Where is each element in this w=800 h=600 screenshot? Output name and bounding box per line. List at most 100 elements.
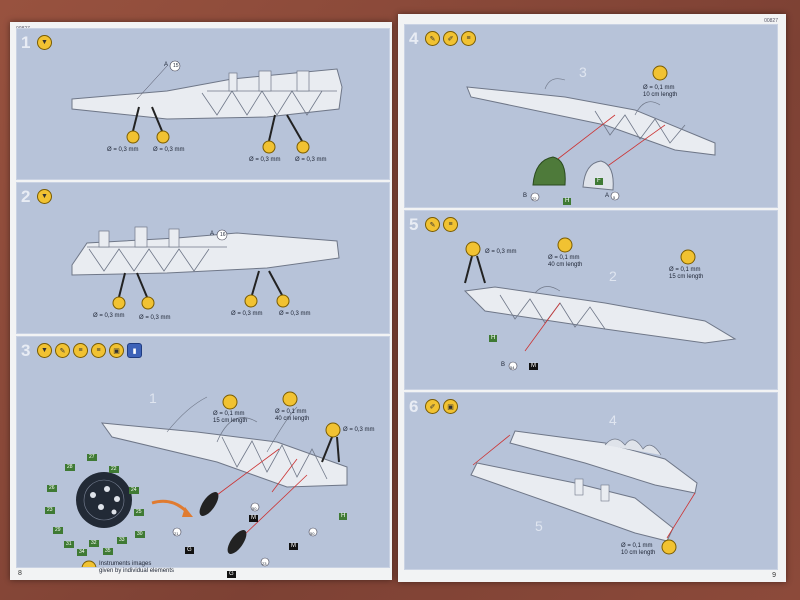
drill-label: Ø = 0,3 mm — [93, 313, 125, 319]
wire-label: Ø = 0,1 mm — [213, 411, 245, 417]
sprue-flag: G — [185, 547, 194, 554]
drill-label: Ø = 0,3 mm — [107, 147, 139, 153]
wire-icon: ≡ — [91, 343, 106, 358]
sprue-flag: H — [339, 513, 348, 520]
page-number: 8 — [18, 570, 22, 577]
drill-icon: ▼ — [37, 189, 52, 204]
drill-label: Ø = 0,3 mm — [249, 157, 281, 163]
gauge-number: 22 — [109, 466, 119, 473]
gauge-number: 32 — [89, 540, 99, 547]
sprue-flag: M — [249, 515, 258, 522]
wire-label: 10 cm length — [621, 550, 656, 556]
step-number: 2 — [21, 187, 31, 206]
paint-icon: ✎ — [55, 343, 70, 358]
drill-label: Ø = 0,3 mm — [485, 249, 517, 255]
wire-label: 40 cm length — [548, 262, 583, 268]
ghost-part-number: 5 — [535, 518, 543, 534]
left-page: 00827 1 ▼ A 15 Ø = 0,3 mm Ø = 0,3 mm Ø =… — [10, 22, 392, 580]
ghost-part-number: 3 — [579, 64, 587, 80]
glue-icon: ✐ — [425, 399, 440, 414]
wire-label: 15 cm length — [669, 274, 704, 280]
wire-label: 10 cm length — [643, 92, 678, 98]
sprue-flag: M — [289, 543, 298, 550]
part-number: 15 — [173, 63, 179, 69]
sprue-flag: H — [489, 335, 498, 342]
step-1-panel: 1 ▼ A 15 Ø = 0,3 mm Ø = 0,3 mm Ø = 0,3 m… — [16, 28, 390, 180]
fuselage-half-drawing — [466, 65, 716, 202]
wire-icon: ≡ — [461, 31, 476, 46]
step-3-panel: 3 ▼ ✎ ≡ ≡ ▣ ▮ 1 — [16, 336, 390, 578]
drill-label: Ø = 0,3 mm — [139, 315, 171, 321]
step-5-panel: 5 ✎ ≡ 2 Ø = 0,3 mm Ø = 0,1 mm 40 cm leng… — [404, 210, 778, 390]
ghost-part-number: 4 — [609, 412, 617, 428]
step-number: 6 — [409, 397, 419, 416]
part-tag: A — [605, 193, 610, 199]
glue-icon: ✐ — [443, 31, 458, 46]
part-tag: B — [501, 362, 506, 368]
step-number: 1 — [21, 33, 31, 52]
decal-icon: ▣ — [443, 399, 458, 414]
fuselage-assembly-drawing — [76, 391, 348, 567]
drill-label: Ø = 0,3 mm — [279, 311, 311, 317]
part-tag: A — [164, 62, 169, 68]
gauge-number: 24 — [129, 487, 139, 494]
step-6-panel: 6 ✐ ▣ 4 5 Ø = 0,1 mm 10 cm length — [404, 392, 778, 570]
wire-label: Ø = 0,1 mm — [643, 85, 675, 91]
instrument-note-line: given by individual elements — [99, 568, 175, 574]
page-code: 00827 — [764, 18, 778, 24]
part-tag: A — [210, 231, 215, 237]
drill-icon: ▼ — [37, 35, 52, 50]
part-ref: 50 — [310, 531, 315, 536]
sprue-flag: H — [563, 198, 572, 205]
gauge-number: 28 — [65, 464, 75, 471]
fuselage-half-drawing — [463, 237, 737, 371]
fuselage-half-drawing — [71, 60, 343, 154]
wire-label: 15 cm length — [213, 418, 248, 424]
step-4-panel: 4 ✎ ✐ ≡ 3 Ø = 0,1 mm 10 cm length B 22 A… — [404, 24, 778, 208]
part-ref: 50 — [252, 506, 257, 511]
drill-label: Ø = 0,3 mm — [153, 147, 185, 153]
sprue-flag: M — [529, 363, 538, 370]
wire-label: Ø = 0,1 mm — [669, 267, 701, 273]
gauge-number: 31 — [64, 541, 74, 548]
part-number: 16 — [220, 232, 226, 238]
wire-label: Ø = 0,1 mm — [621, 543, 653, 549]
wire-label: Ø = 0,1 mm — [548, 255, 580, 261]
fuselage-join-drawing — [470, 430, 698, 555]
paint-icon: ✎ — [425, 31, 440, 46]
gauge-number: 34 — [77, 549, 87, 556]
glue-icon: ▮ — [127, 343, 142, 358]
wire-icon: ≡ — [73, 343, 88, 358]
paint-icon: ✎ — [425, 217, 440, 232]
page-number: 9 — [772, 572, 776, 579]
drill-label: Ø = 0,3 mm — [343, 427, 375, 433]
gauge-number: 35 — [103, 548, 113, 555]
part-ref: 54 — [510, 365, 515, 370]
instrument-note: Instruments images given by individual e… — [99, 561, 174, 575]
ghost-part-number: 2 — [609, 268, 617, 284]
step-2-panel: 2 ▼ A 16 Ø = 0,3 mm Ø = 0,3 mm Ø = 0,3 m… — [16, 182, 390, 334]
step-number: 5 — [409, 215, 419, 234]
part-tag: B — [523, 193, 528, 199]
gauge-number: 33 — [117, 537, 127, 544]
part-ref: 5 — [613, 195, 616, 200]
gauge-number: 27 — [87, 454, 97, 461]
wire-label: 40 cm length — [275, 416, 310, 422]
drill-label: Ø = 0,3 mm — [231, 311, 263, 317]
instrument-note-line: Instruments images — [99, 561, 152, 567]
sprue-flag: G — [227, 571, 236, 578]
gauge-number: 25 — [134, 509, 144, 516]
drill-icon: ▼ — [37, 343, 52, 358]
part-ref: 21 — [174, 531, 179, 536]
gauge-number: 30 — [135, 531, 145, 538]
step-number: 4 — [409, 29, 419, 48]
gauge-number: 26 — [47, 485, 57, 492]
drill-label: Ø = 0,3 mm — [295, 157, 327, 163]
gauge-number: 23 — [45, 507, 55, 514]
wire-icon: ≡ — [443, 217, 458, 232]
part-ref: 23 — [262, 561, 267, 566]
step-number: 3 — [21, 341, 31, 360]
ghost-part-number: 1 — [149, 390, 157, 406]
right-page: 00827 4 ✎ ✐ ≡ 3 Ø = 0,1 mm 10 cm length … — [398, 14, 786, 582]
gauge-number: 29 — [53, 527, 63, 534]
